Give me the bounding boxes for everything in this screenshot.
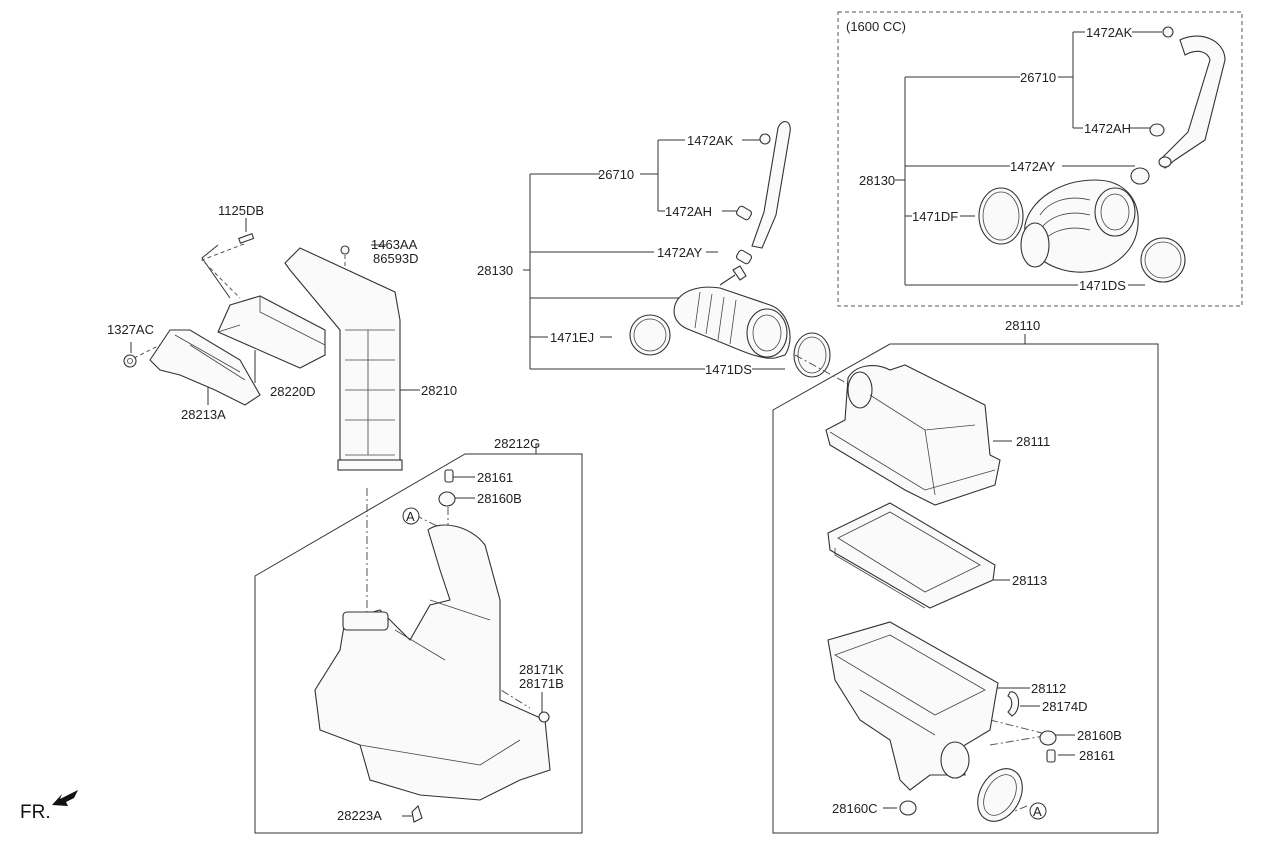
assembly-28110: 28110 28111 28113 28112 28174D 28160B 28… [772,318,1159,834]
label-1125db[interactable]: 1125DB [218,203,264,218]
label-28210[interactable]: 28210 [421,383,457,398]
lower-case-28112 [827,621,999,791]
label-1472ah[interactable]: 1472AH [665,204,712,219]
label-28130[interactable]: 28130 [477,263,513,278]
intake-duct-part [673,265,791,359]
label-1472ak-inset[interactable]: 1472AK [1086,25,1133,40]
bolt-28171 [538,711,550,723]
inset-frame [837,11,1243,307]
inset-clamp-1472ah [1149,123,1165,137]
front-direction-marker: FR. [20,790,78,823]
bracket-group: 1125DB 1463AA 86593D 1327AC 28220D 28213… [107,203,457,471]
resonator-duct-part [314,524,551,801]
label-28113[interactable]: 28113 [1012,573,1047,588]
main-leader-lines [523,139,785,370]
resonator-28220d [217,295,326,369]
intake-hose-group: 26710 1472AK 1472AH 1472AY 28130 1471EJ … [477,121,831,378]
inset-note: (1600 CC) [846,19,906,34]
label-1472ah-inset[interactable]: 1472AH [1084,121,1131,136]
inset-1600cc: (1600 CC) 26710 1472AK 1472AH 1472AY 281… [837,11,1243,307]
label-26710-inset[interactable]: 26710 [1020,70,1056,85]
clamp-1471ej [629,314,671,356]
clip-1463aa [340,245,350,255]
label-1471ds-inset[interactable]: 1471DS [1079,278,1126,293]
label-28110[interactable]: 28110 [1005,318,1040,333]
collar-28161-right [1046,749,1056,763]
label-1327ac[interactable]: 1327AC [107,322,154,337]
label-1472ay-inset[interactable]: 1472AY [1010,159,1056,174]
clamp-1472ak [759,133,771,145]
label-28160b-right[interactable]: 28160B [1077,728,1122,743]
bracket-28174d [1007,691,1020,717]
label-1471ej[interactable]: 1471EJ [550,330,594,345]
bracket-28213a [149,329,261,406]
label-28213a[interactable]: 28213A [181,407,226,422]
label-28161-right[interactable]: 28161 [1079,748,1115,763]
grommet-28160b [438,491,456,507]
label-28130-inset[interactable]: 28130 [859,173,895,188]
label-28220d[interactable]: 28220D [270,384,316,399]
seal-ring-part [977,768,1023,822]
arrow-icon [52,790,78,806]
assembly-28212g: 28212G 28161 28160B 28171K 28171B 28223A… [254,436,583,834]
svg-text:A: A [1033,804,1042,819]
label-28160b-left[interactable]: 28160B [477,491,522,506]
callout-a-left[interactable]: A [402,507,420,525]
inset-hose-part [1158,35,1226,169]
frame-28110 [772,343,1159,834]
label-28171b[interactable]: 28171B [519,676,564,691]
inset-clamp-1472ak [1162,26,1174,38]
clamp-1472ah [735,205,753,221]
svg-text:A: A [406,509,415,524]
clamp-1471ds [793,332,831,378]
label-28171k[interactable]: 28171K [519,662,564,677]
inset-clamp-1472ay [1130,167,1150,185]
breather-hose-part [751,121,791,249]
upper-cover-28111 [825,364,1001,506]
label-1472ak[interactable]: 1472AK [687,133,734,148]
inset-leader-lines [895,31,1145,286]
nut-1327ac [123,354,137,368]
label-28223a[interactable]: 28223A [337,808,382,823]
collar-28161 [444,469,454,483]
label-1472ay[interactable]: 1472AY [657,245,703,260]
label-28160c[interactable]: 28160C [832,801,878,816]
label-86593d[interactable]: 86593D [373,251,419,266]
label-1463aa[interactable]: 1463AA [371,237,418,252]
label-1471ds[interactable]: 1471DS [705,362,752,377]
inset-intake-duct [1020,179,1139,273]
label-28111[interactable]: 28111 [1016,434,1050,449]
grommet-28160c [899,800,917,816]
fr-label: FR. [20,802,51,823]
bolt-1125db [238,233,255,244]
inset-clamp-1471df [978,187,1024,245]
callout-a-right[interactable]: A [1029,802,1047,820]
label-26710[interactable]: 26710 [598,167,634,182]
label-28212g[interactable]: 28212G [494,436,540,451]
inset-clamp-1471ds [1140,237,1186,283]
label-28174d[interactable]: 28174D [1042,699,1088,714]
clip-28223a [411,804,423,823]
clamp-1472ay [735,249,753,265]
label-28112[interactable]: 28112 [1031,681,1066,696]
filter-element-28113 [827,502,996,609]
grommet-28160b-right [1039,730,1057,746]
label-28161-left[interactable]: 28161 [477,470,513,485]
frame-28212g [254,453,583,834]
label-1471df[interactable]: 1471DF [912,209,958,224]
duct-28210 [284,247,403,471]
